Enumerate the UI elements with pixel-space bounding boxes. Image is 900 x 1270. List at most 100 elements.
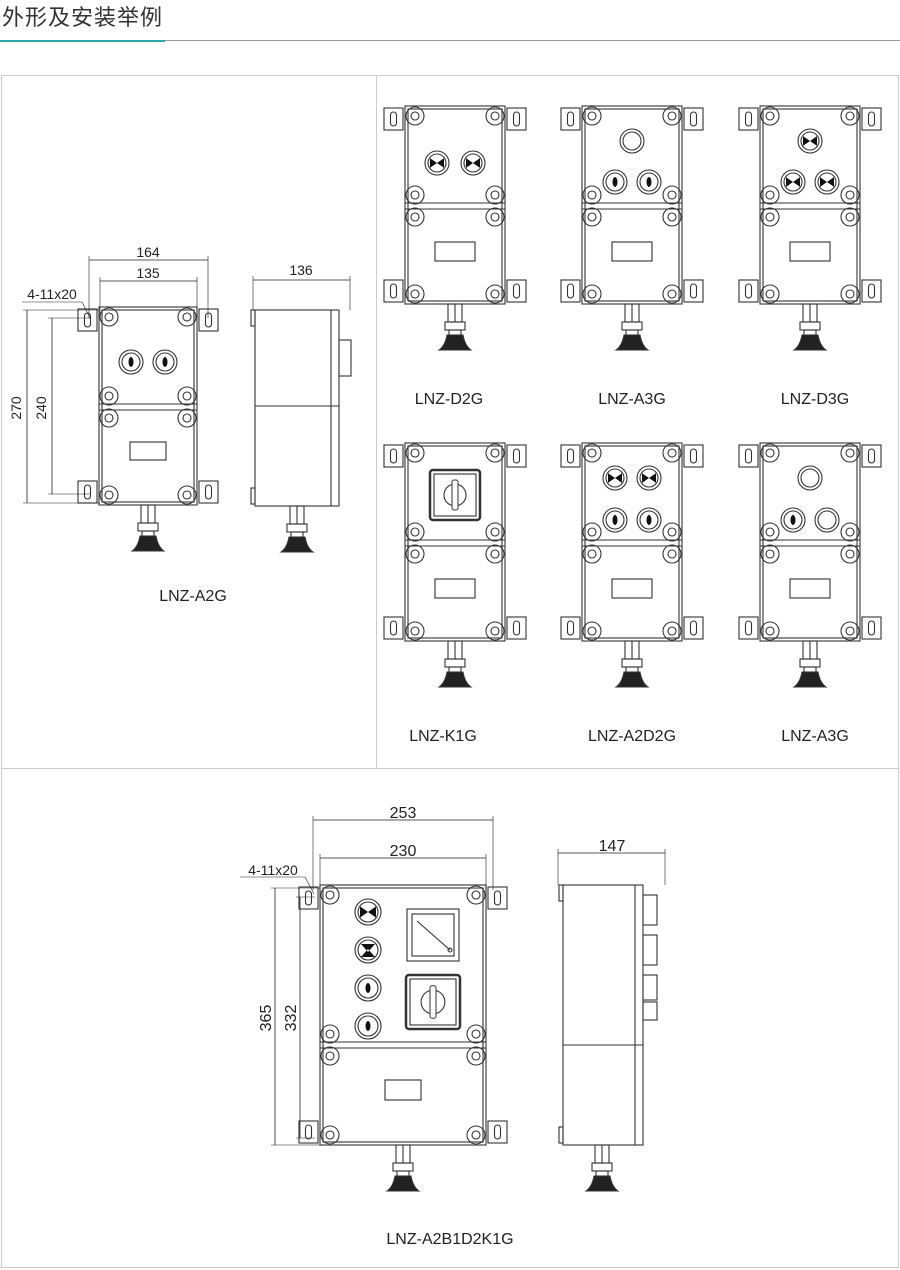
corner-boss xyxy=(662,106,682,126)
mounting-slot xyxy=(304,1124,313,1140)
lamp-ring xyxy=(780,169,806,195)
mounting-ear xyxy=(560,107,581,131)
bolt-icon xyxy=(667,626,677,636)
button-face xyxy=(357,977,379,999)
cable-gland-neck xyxy=(141,530,155,537)
side-component xyxy=(642,934,658,966)
dim-a2g-inner-height: 240 xyxy=(33,396,49,420)
bolt-icon xyxy=(765,448,775,458)
mounting-slot xyxy=(867,283,876,299)
corner-boss xyxy=(99,386,119,406)
dim-a2g-outer-height: 270 xyxy=(8,396,24,420)
corner-boss xyxy=(760,544,780,564)
push-button-icon xyxy=(636,169,662,195)
cable-gland-nut xyxy=(621,658,643,668)
corner-boss xyxy=(466,885,486,905)
enclosure-body xyxy=(581,105,683,305)
enclosure-side-view xyxy=(250,309,352,553)
bolt-icon xyxy=(587,212,597,222)
bolt-icon xyxy=(667,212,677,222)
bolt-icon xyxy=(104,490,114,500)
lamp-cross xyxy=(642,473,656,483)
corner-boss xyxy=(840,621,860,641)
bolt-icon xyxy=(587,448,597,458)
dimension-line xyxy=(557,849,666,885)
button-ring-icon xyxy=(619,128,645,154)
name-plate xyxy=(611,578,653,599)
bolt-icon xyxy=(490,626,500,636)
mounting-ear xyxy=(298,1120,319,1144)
bolt-icon xyxy=(667,190,677,200)
corner-boss xyxy=(760,621,780,641)
bolt-icon xyxy=(490,549,500,559)
corner-boss xyxy=(485,544,505,564)
mounting-ear xyxy=(738,616,759,640)
corner-boss xyxy=(662,207,682,227)
mounting-slot xyxy=(744,448,753,464)
cable-gland-nut xyxy=(799,321,821,331)
corner-boss xyxy=(485,207,505,227)
bolt-icon xyxy=(587,111,597,121)
button-mark xyxy=(128,357,134,367)
corner-boss xyxy=(320,885,340,905)
button-face xyxy=(357,1015,379,1037)
mounting-slot xyxy=(389,111,398,127)
mounting-slot xyxy=(512,448,521,464)
push-button-icon xyxy=(602,507,628,533)
corner-boss xyxy=(466,1046,486,1066)
corner-boss xyxy=(99,485,119,505)
bolt-icon xyxy=(410,289,420,299)
ring-inner xyxy=(357,939,379,961)
lamp-ring xyxy=(797,128,823,154)
switch-handle xyxy=(451,479,459,511)
bolt-icon xyxy=(410,190,420,200)
corner-boss xyxy=(840,544,860,564)
corner-boss xyxy=(177,307,197,327)
name-plate xyxy=(434,241,476,262)
meter-pivot xyxy=(447,947,453,953)
lamp-lens xyxy=(817,172,837,192)
lamp-ring xyxy=(814,169,840,195)
ring-outer xyxy=(354,936,382,964)
bolt-icon xyxy=(765,212,775,222)
model-label-a3g: LNZ-A3G xyxy=(598,391,666,408)
mounting-slot xyxy=(689,111,698,127)
enclosure-inner-edge xyxy=(407,445,503,639)
corner-boss xyxy=(662,443,682,463)
bolt-icon xyxy=(765,111,775,121)
enclosure-body xyxy=(98,306,198,506)
button-mark xyxy=(365,1021,371,1031)
enclosure-artwork xyxy=(22,105,882,1192)
bolt-icon xyxy=(182,391,192,401)
corner-boss xyxy=(760,207,780,227)
lamp-ring xyxy=(602,465,628,491)
mounting-ear xyxy=(738,107,759,131)
enclosure-inner-edge xyxy=(762,445,858,639)
corner-boss xyxy=(320,1125,340,1145)
side-flange xyxy=(250,309,256,327)
mounting-ear xyxy=(198,308,219,332)
model-label-k1g: LNZ-K1G xyxy=(409,728,477,745)
enclosure-inner-edge xyxy=(584,108,680,302)
bolt-icon xyxy=(587,549,597,559)
bolt-icon xyxy=(490,289,500,299)
cable-gland-neck xyxy=(803,666,817,673)
button-ring xyxy=(602,507,628,533)
corner-boss xyxy=(582,106,602,126)
dim-a2g-inner-width: 135 xyxy=(136,265,160,281)
cable-gland-nut xyxy=(591,1162,613,1172)
mounting-slot xyxy=(689,620,698,636)
bolt-icon xyxy=(845,527,855,537)
bolt-icon xyxy=(845,448,855,458)
button-ring xyxy=(780,507,806,533)
ring-inner xyxy=(817,510,837,530)
corner-boss xyxy=(485,443,505,463)
mounting-ear xyxy=(506,444,527,468)
page-title: 外形及安装举例 xyxy=(2,6,164,31)
corner-boss xyxy=(840,522,860,542)
dimension-line xyxy=(319,854,487,890)
dimension-line xyxy=(99,277,198,318)
mounting-ear xyxy=(383,279,404,303)
enclosure-inner-edge xyxy=(584,445,680,639)
button-mark xyxy=(612,515,618,525)
